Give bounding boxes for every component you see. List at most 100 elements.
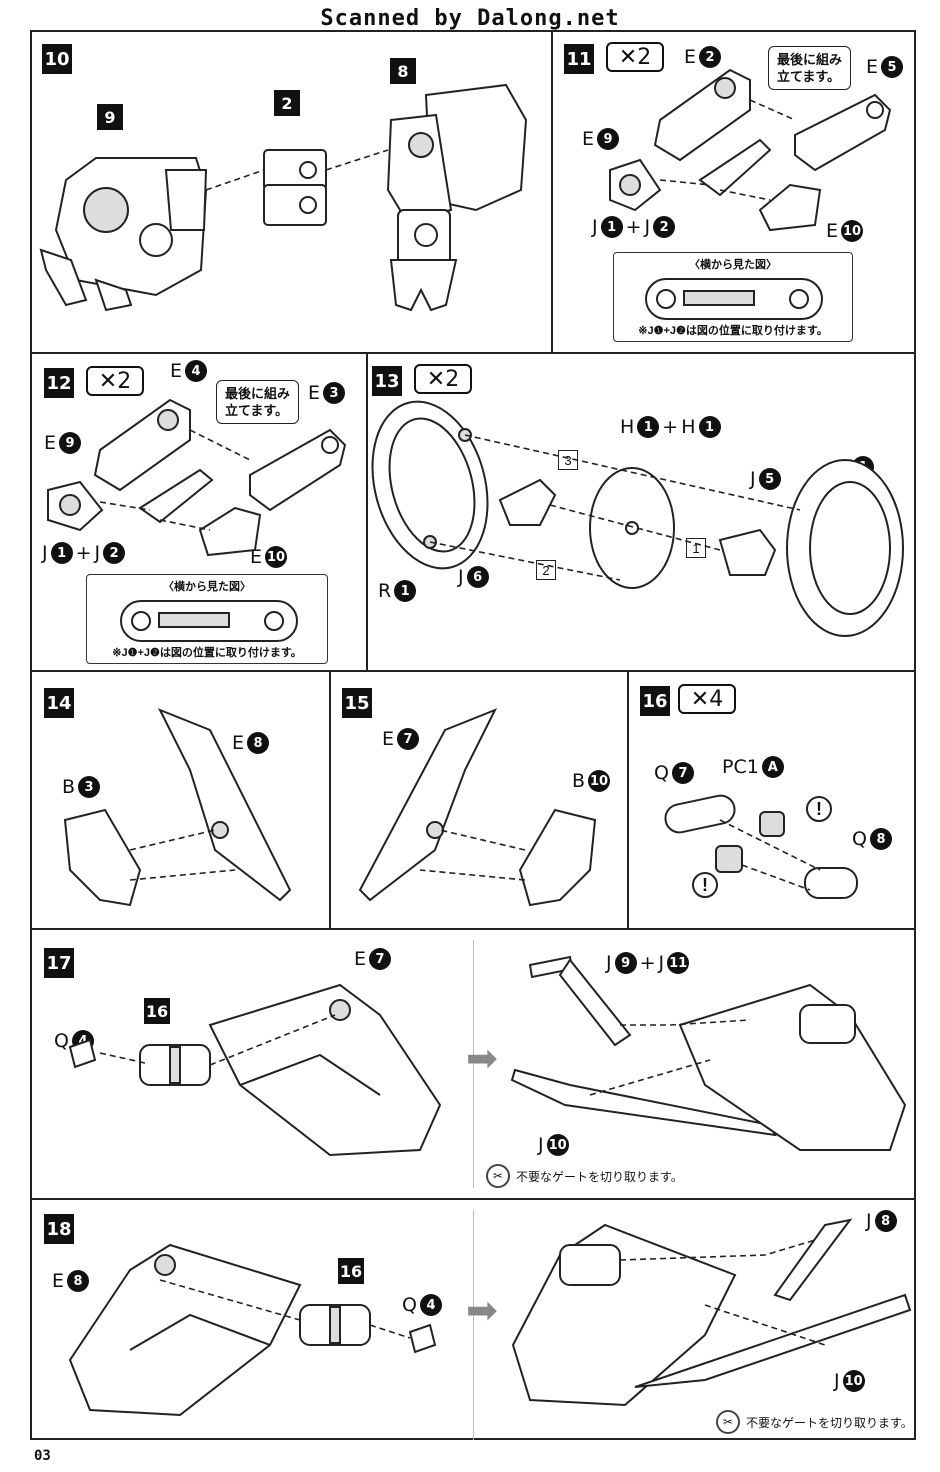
part-number: 3 (323, 382, 346, 404)
part-number: 8 (247, 732, 270, 754)
gate-cut-note: ✂ 不要なゲートを切り取ります。 (716, 1410, 913, 1434)
runner-letter: PC1 (722, 756, 759, 778)
runner-letter: J (538, 1134, 544, 1156)
side-view-detail: 〈横から見た図〉 ※J❶+J❷は図の位置に取り付けます。 (613, 252, 853, 342)
divider (627, 670, 629, 928)
divider (30, 670, 916, 672)
detail-title: 〈横から見た図〉 (689, 259, 777, 271)
page-number: 03 (34, 1448, 51, 1464)
divider (473, 1210, 474, 1440)
step-number: 10 (42, 44, 72, 74)
step-number: 18 (44, 1214, 74, 1244)
nipper-icon: ✂ (716, 1410, 740, 1434)
part-number: 2 (699, 46, 722, 68)
runner-letter: E (232, 732, 245, 754)
caution-icon: ! (692, 872, 718, 898)
part-number: 8 (874, 1210, 897, 1232)
detail-note: ※J❶+J❷は図の位置に取り付けます。 (112, 647, 302, 659)
part-number: 7 (369, 948, 392, 970)
runner-letter: J (42, 542, 48, 564)
part-number: 3 (78, 776, 101, 798)
runner-letter: J (834, 1370, 840, 1392)
runner-letter: J (592, 216, 598, 238)
multiplier-badge: ✕2 (606, 42, 664, 72)
step-number: 12 (44, 368, 74, 398)
assembly-note: 最後に組み 立てます。 (216, 380, 300, 424)
next-step-arrow-icon: ➡ (466, 1290, 498, 1332)
step-number: 14 (44, 688, 74, 718)
divider (30, 928, 916, 930)
runner-letter: Q (54, 1030, 69, 1052)
runner-letter: E (684, 46, 697, 68)
part-number: 1 (394, 580, 417, 602)
part-number: A (761, 756, 784, 778)
runner-letter: E (354, 948, 367, 970)
plus-sign: + (639, 952, 656, 974)
part-number: 5 (758, 468, 781, 490)
part-number: 9 (614, 952, 637, 974)
caution-icon: ! (806, 796, 832, 822)
part-number: 2 (653, 216, 676, 238)
part-number: 5 (881, 56, 904, 78)
part-number: 9 (59, 432, 82, 454)
runner-letter: E (382, 728, 395, 750)
step-number: 11 (564, 44, 594, 74)
runner-letter: H (620, 416, 635, 438)
runner-letter: E (308, 382, 321, 404)
step18-illustration-a (68, 1243, 437, 1417)
divider (329, 670, 331, 928)
part-number: 10 (546, 1134, 569, 1156)
assembly-note: 最後に組み 立てます。 (768, 46, 852, 90)
runner-letter: E (866, 56, 879, 78)
step13-illustration (371, 400, 904, 637)
part-number: 2 (274, 90, 300, 116)
runner-letter: Q (402, 1294, 417, 1316)
runner-letter: J (458, 566, 464, 588)
step-number: 15 (342, 688, 372, 718)
multiplier-badge: ✕4 (678, 684, 736, 714)
runner-letter: B (62, 776, 76, 798)
step-order-badge: 1 (686, 538, 706, 558)
part-number: 10 (842, 1370, 865, 1392)
part-number: 4 (419, 1294, 442, 1316)
plus-sign: + (625, 216, 642, 238)
step15-illustration (358, 708, 597, 907)
sub-assembly-number: 16 (338, 1258, 364, 1284)
runner-letter: J (658, 952, 665, 974)
step14-illustration (63, 708, 292, 907)
step-number: 13 (372, 366, 402, 396)
part-number: 8 (869, 828, 892, 850)
side-view-detail: 〈横から見た図〉 ※J❶+J❷は図の位置に取り付けます。 (86, 574, 328, 664)
part-number: 1 (698, 416, 721, 438)
plus-sign: + (75, 542, 92, 564)
runner-letter: E (52, 1270, 65, 1292)
step-number: 17 (44, 948, 74, 978)
step17-illustration-b (510, 955, 907, 1151)
step12-illustration (47, 398, 347, 557)
runner-letter: E (582, 128, 595, 150)
side-view-illustration (120, 600, 298, 642)
step16-illustration (664, 794, 858, 899)
runner-letter: E (826, 220, 839, 242)
part-number: 7 (671, 762, 694, 784)
